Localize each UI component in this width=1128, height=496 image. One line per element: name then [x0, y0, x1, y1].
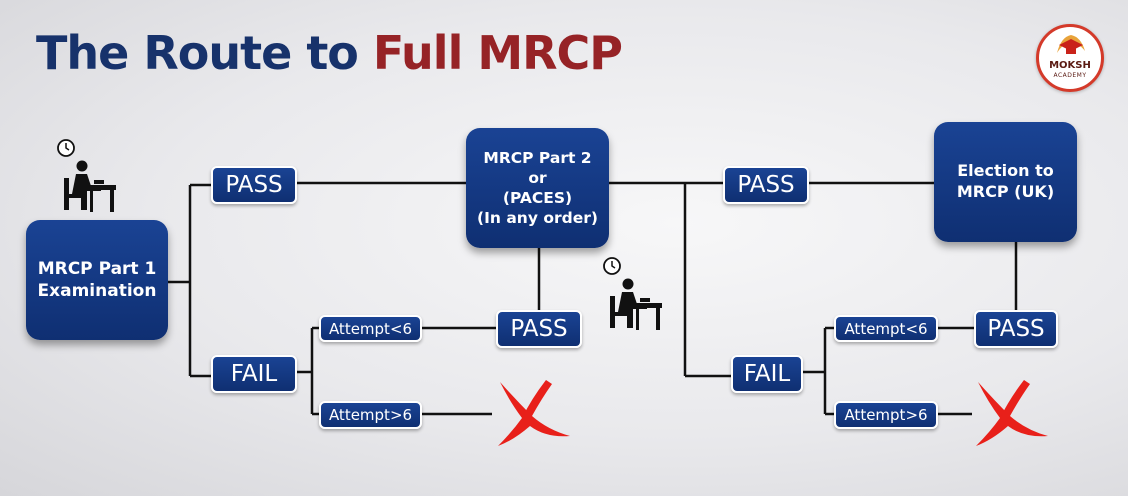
student-at-desk-icon: [603, 257, 662, 330]
student-at-desk-icon: [57, 139, 116, 212]
moksh-academy-logo: MOKSH ACADEMY: [1036, 24, 1104, 92]
logo-name: MOKSH: [1049, 60, 1091, 71]
pass-retry-label-2: PASS: [974, 310, 1058, 348]
page-title: The Route to Full MRCP: [36, 26, 623, 80]
pass-label-1: PASS: [211, 166, 297, 204]
title-part-red: Full MRCP: [372, 26, 623, 80]
fail-label-1: FAIL: [211, 355, 297, 393]
election-label: Election to MRCP (UK): [956, 161, 1055, 201]
election-node: Election to MRCP (UK): [934, 122, 1077, 242]
logo-subtitle: ACADEMY: [1053, 72, 1087, 79]
mrcp-part2-label: MRCP Part 2 or (PACES) (In any order): [477, 148, 598, 228]
attempt-lt6-label-1: Attempt<6: [319, 315, 422, 342]
mrcp-part1-label: MRCP Part 1 Examination: [37, 258, 157, 301]
mrcp-part2-node: MRCP Part 2 or (PACES) (In any order): [466, 128, 609, 248]
attempt-gt6-label-2: Attempt>6: [834, 401, 938, 429]
red-cross-icon: [498, 380, 570, 446]
red-cross-icon: [976, 380, 1048, 446]
pass-retry-label-1: PASS: [496, 310, 582, 348]
fail-label-2: FAIL: [731, 355, 803, 393]
title-part-blue: The Route to: [36, 26, 373, 80]
attempt-lt6-label-2: Attempt<6: [834, 315, 938, 342]
pass-label-2: PASS: [723, 166, 809, 204]
mrcp-part1-node: MRCP Part 1 Examination: [26, 220, 168, 340]
graduation-cap-icon: [1057, 35, 1085, 54]
attempt-gt6-label-1: Attempt>6: [319, 401, 422, 429]
